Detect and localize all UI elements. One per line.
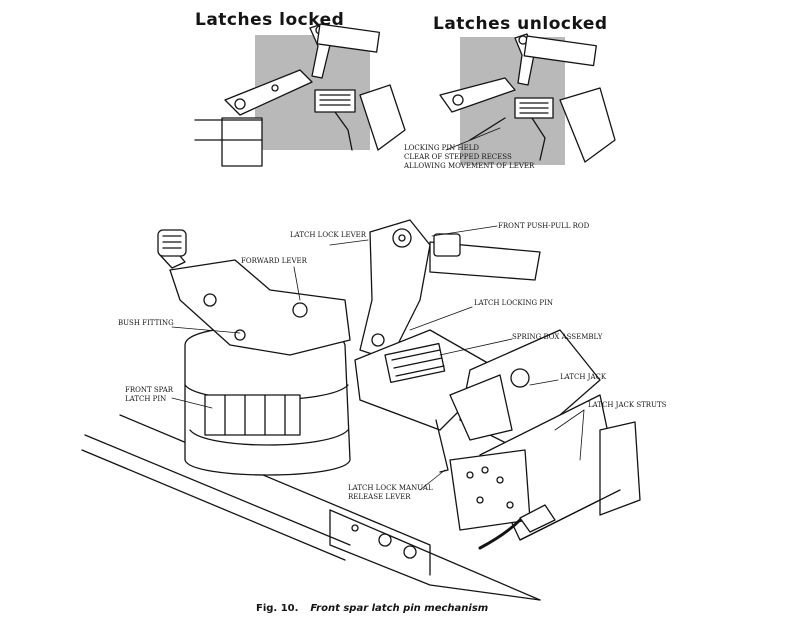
- unlocked-jack: [559, 87, 616, 163]
- latches-locked-heading: Latches locked: [195, 10, 345, 30]
- spring-box-assembly-label: SPRING BOX ASSEMBLY: [512, 333, 603, 341]
- front-spar-latch-pin-label: FRONT SPAR LATCH PIN: [125, 386, 173, 404]
- note-line-2: CLEAR OF STEPPED RECESS: [404, 153, 512, 161]
- forward-bracket: [169, 259, 351, 356]
- locked-rod: [316, 23, 381, 53]
- locked-jack: [359, 84, 406, 151]
- unlocked-shaded-background: [460, 37, 565, 165]
- front-spar-latch-pin-body: [204, 394, 301, 436]
- latch-jack-label: LATCH JACK: [560, 373, 607, 381]
- latches-unlocked-sketch: [439, 33, 616, 165]
- latch-lock-lever-label: LATCH LOCK LEVER: [290, 231, 367, 239]
- release-lever-line-1: LATCH LOCK MANUAL: [348, 484, 433, 492]
- latch-lock-lever-part: [359, 219, 431, 361]
- locking-pin-note: LOCKING PIN HELD CLEAR OF STEPPED RECESS…: [404, 144, 534, 171]
- figure-number: Fig. 10.: [256, 603, 299, 614]
- release-lever-line-2: RELEASE LEVER: [348, 493, 411, 501]
- front-spar-latch-pin-line-2: LATCH PIN: [125, 395, 167, 403]
- latches-locked-sketch: [194, 23, 406, 167]
- note-line-3: ALLOWING MOVEMENT OF LEVER: [404, 162, 535, 170]
- figure-caption: Fig. 10. Front spar latch pin mechanism: [256, 603, 488, 614]
- main-assembly: [81, 219, 641, 601]
- front-spar-latch-pin-line-1: FRONT SPAR: [125, 386, 174, 394]
- base-rail-upper: [84, 434, 351, 546]
- locked-arm: [224, 69, 313, 116]
- leader-lines: [171, 127, 585, 491]
- latch-locking-pin-label: LATCH LOCKING PIN: [474, 299, 553, 307]
- figure-title: Front spar latch pin mechanism: [310, 603, 489, 614]
- latches-unlocked-heading: Latches unlocked: [433, 14, 608, 34]
- forward-lever-label: FORWARD LEVER: [241, 257, 307, 265]
- bush-fitting-label: BUSH FITTING: [118, 319, 174, 327]
- unlocked-rod: [523, 35, 597, 67]
- front-push-pull-rod-label: FRONT PUSH-PULL ROD: [498, 222, 590, 230]
- latch-jack-struts-label: LATCH JACK STRUTS: [588, 401, 667, 409]
- note-line-1: LOCKING PIN HELD: [404, 144, 479, 152]
- latch-lock-manual-release-lever-label: LATCH LOCK MANUAL RELEASE LEVER: [348, 484, 433, 502]
- bush-cap: [157, 229, 187, 257]
- locked-spring-box: [314, 89, 356, 113]
- manual-release-plate: [449, 449, 531, 531]
